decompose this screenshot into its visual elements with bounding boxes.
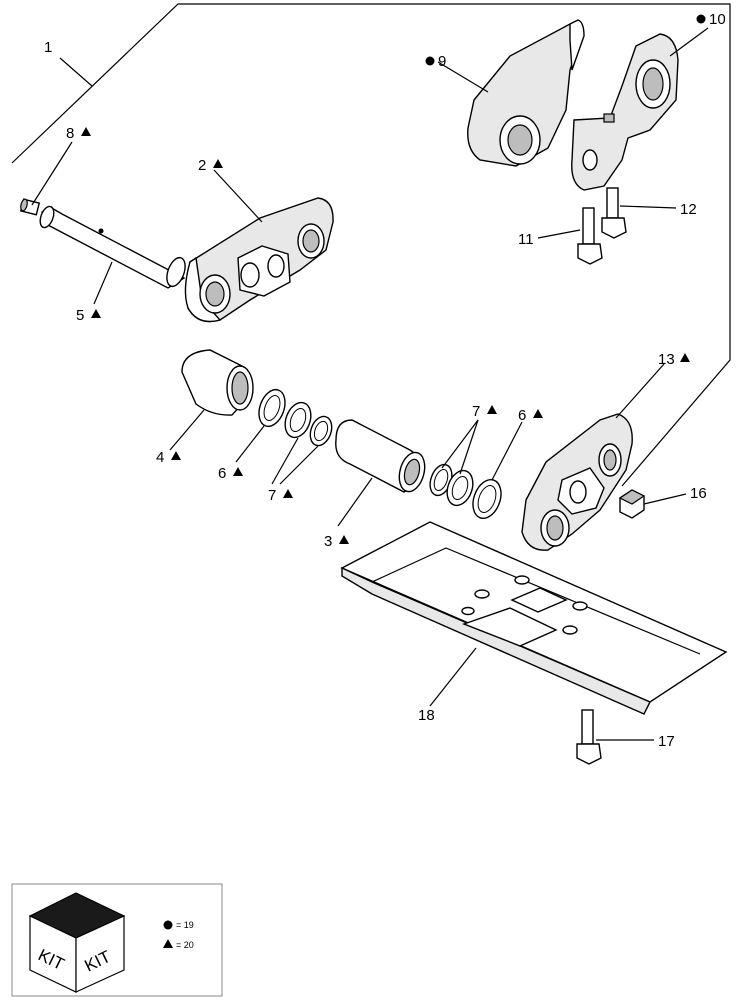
part-17-bolt xyxy=(576,709,602,765)
callout-7-right: 7 xyxy=(472,403,497,420)
kit-box-icon: KIT KIT xyxy=(28,892,126,993)
svg-text:6: 6 xyxy=(518,407,526,424)
svg-text:12: 12 xyxy=(680,201,697,218)
svg-text:6: 6 xyxy=(218,465,226,482)
leader-lines xyxy=(31,27,709,741)
part-18-track-shoe xyxy=(340,521,728,715)
legend-circle-marker xyxy=(163,920,173,930)
assembly-bracket-line xyxy=(11,3,731,487)
svg-text:16: 16 xyxy=(690,485,707,502)
part-8-small-pin xyxy=(19,198,41,216)
callout-7-left: 7 xyxy=(268,487,293,504)
callout-8: 8 xyxy=(66,125,91,142)
part-5-long-pin xyxy=(39,205,186,289)
part-6-seal-ring-left xyxy=(258,388,286,428)
svg-text:9: 9 xyxy=(438,53,446,70)
triangle-marker xyxy=(533,409,543,418)
triangle-marker xyxy=(81,127,91,136)
callout-13: 13 xyxy=(658,351,690,368)
callout-11: 11 xyxy=(518,231,534,248)
part-13-track-link-right xyxy=(521,413,633,551)
triangle-marker xyxy=(680,353,690,362)
callout-10: 10 xyxy=(696,11,726,28)
callout-18: 18 xyxy=(418,707,435,724)
part-4-bushing xyxy=(181,349,254,416)
svg-text:8: 8 xyxy=(66,125,74,142)
svg-text:7: 7 xyxy=(268,487,276,504)
callout-3: 3 xyxy=(324,533,349,550)
triangle-marker xyxy=(283,489,293,498)
svg-text:13: 13 xyxy=(658,351,675,368)
legend-circle-value: = 19 xyxy=(176,920,194,930)
svg-text:10: 10 xyxy=(709,11,726,28)
part-7-seal-rings-left xyxy=(284,401,333,447)
part-12-bolt xyxy=(601,187,627,239)
svg-text:11: 11 xyxy=(518,231,534,248)
svg-text:18: 18 xyxy=(418,707,435,724)
part-9-master-link-half xyxy=(467,19,585,167)
triangle-marker xyxy=(233,467,243,476)
triangle-marker xyxy=(487,405,497,414)
legend-triangle-marker xyxy=(163,939,173,948)
svg-text:17: 17 xyxy=(658,733,675,750)
svg-text:4: 4 xyxy=(156,449,164,466)
svg-text:1: 1 xyxy=(44,39,52,56)
circle-marker xyxy=(425,56,435,66)
part-3-bushing-sleeve xyxy=(335,419,426,493)
triangle-marker xyxy=(339,535,349,544)
callout-17: 17 xyxy=(658,733,675,750)
callout-6-right: 6 xyxy=(518,407,543,424)
triangle-marker xyxy=(91,309,101,318)
part-10-master-link-half xyxy=(571,33,679,191)
triangle-marker xyxy=(171,451,181,460)
callout-4: 4 xyxy=(156,449,181,466)
callout-5: 5 xyxy=(76,307,101,324)
svg-text:3: 3 xyxy=(324,533,332,550)
part-16-nut xyxy=(618,489,646,519)
callout-2: 2 xyxy=(198,157,223,174)
part-2-track-link-left xyxy=(184,197,334,323)
callout-1: 1 xyxy=(44,39,52,56)
svg-text:2: 2 xyxy=(198,157,206,174)
legend-triangle-value: = 20 xyxy=(176,940,194,950)
callout-9: 9 xyxy=(425,53,446,70)
callout-12: 12 xyxy=(680,201,697,218)
svg-text:5: 5 xyxy=(76,307,84,324)
triangle-marker xyxy=(213,159,223,168)
svg-text:7: 7 xyxy=(472,403,480,420)
callout-16: 16 xyxy=(690,485,707,502)
kit-legend: KIT KIT = 19 = 20 xyxy=(11,883,223,997)
circle-marker xyxy=(696,14,706,24)
callout-6-left: 6 xyxy=(218,465,243,482)
part-11-bolt xyxy=(577,207,603,265)
part-7-seal-rings-right xyxy=(429,463,474,507)
part-6-seal-ring-right xyxy=(472,478,502,520)
